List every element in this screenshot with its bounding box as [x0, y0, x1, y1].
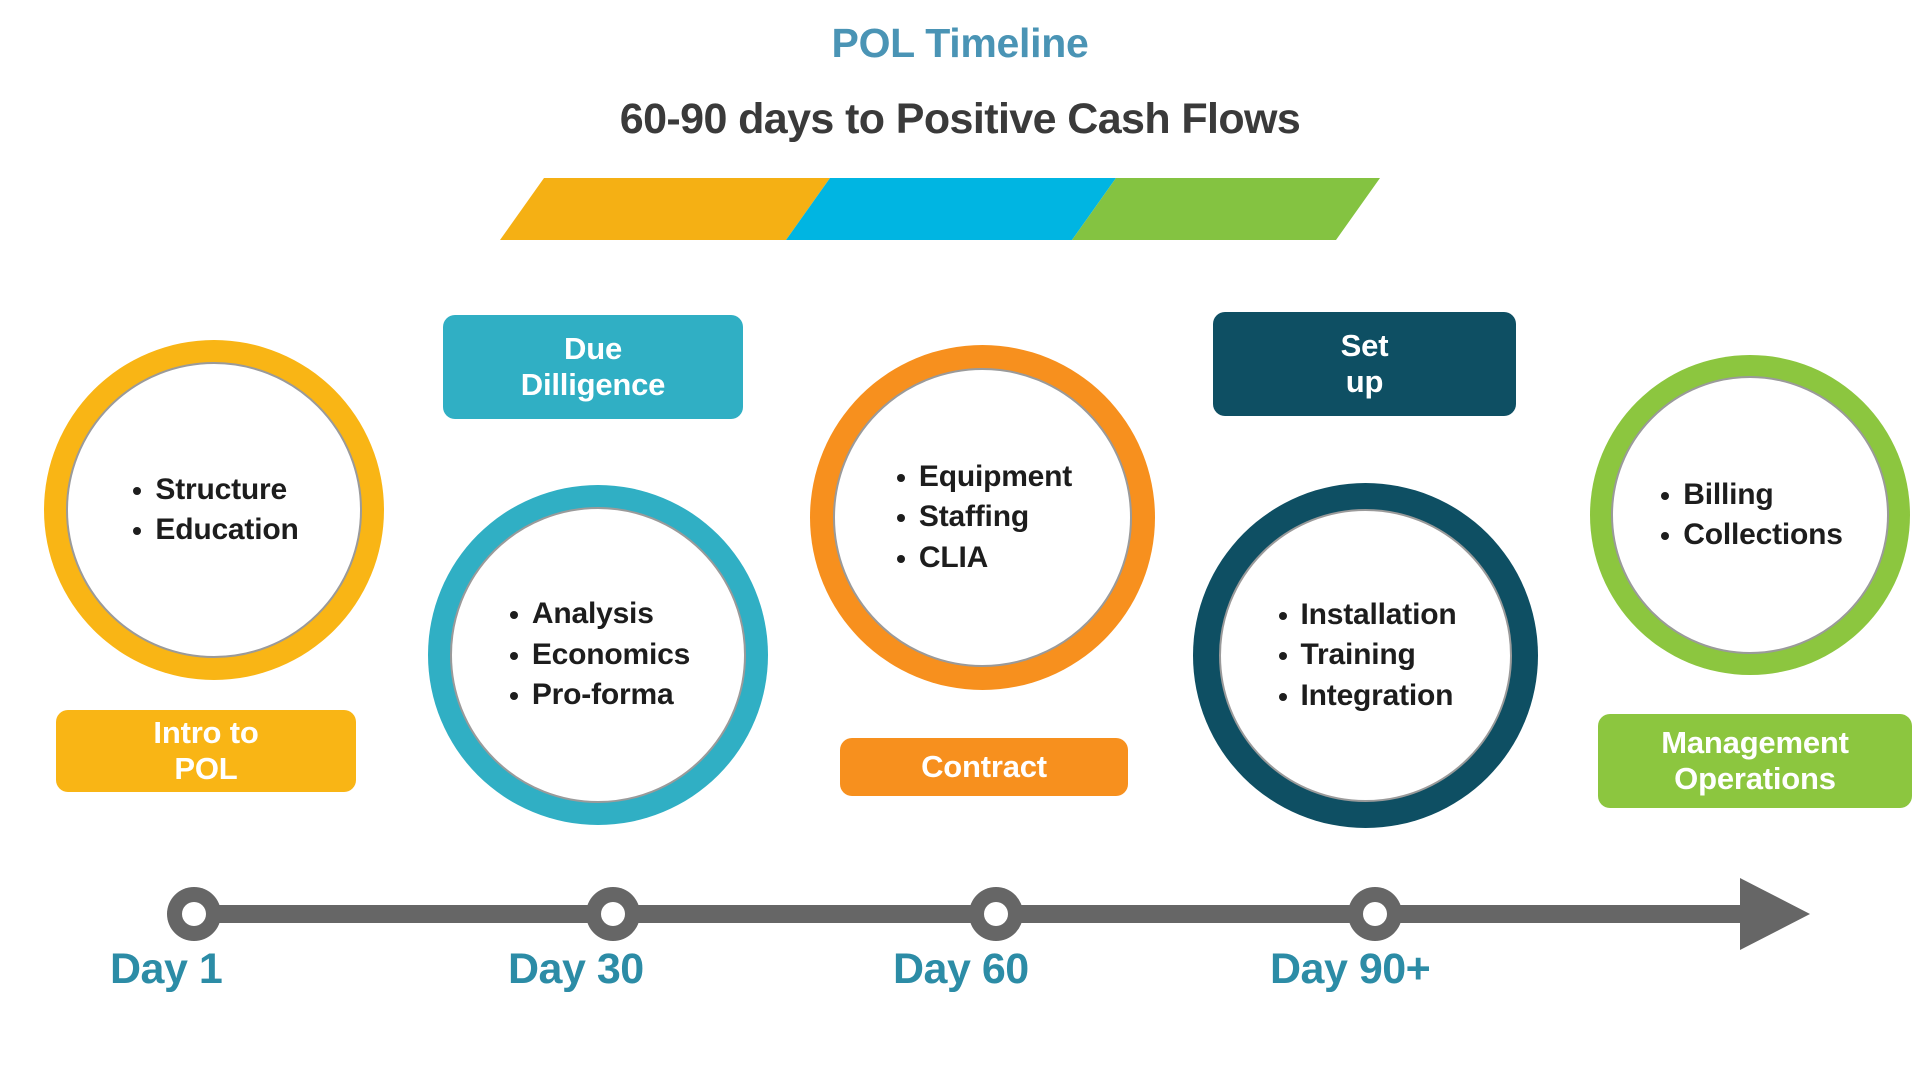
- bullet-item: Structure: [129, 470, 298, 511]
- bullet-item: Integration: [1275, 676, 1457, 717]
- chevron-segment-amber: [500, 178, 830, 240]
- bullet-item: Economics: [506, 635, 690, 676]
- stage-label-line1: Intro to: [153, 715, 259, 751]
- stage-circle-inner-set-up: Installation Training Integration: [1219, 509, 1512, 802]
- page-title: POL Timeline: [831, 20, 1089, 66]
- bullet-item: Installation: [1275, 595, 1457, 636]
- timeline-marker-day-90-plus[interactable]: [1348, 887, 1402, 941]
- stage-label-line1: Contract: [921, 749, 1047, 785]
- timeline-arrowhead: [1740, 878, 1810, 950]
- stage-label-set-up[interactable]: Set up: [1213, 312, 1516, 416]
- stage-label-line1: Due: [564, 331, 622, 367]
- stage-label-line2: Operations: [1674, 761, 1836, 796]
- stage-label-line2: Dilligence: [520, 367, 666, 402]
- bullet-item: Training: [1275, 635, 1457, 676]
- timeline-shaft: [170, 905, 1752, 923]
- bullet-item: CLIA: [893, 538, 1072, 579]
- bullet-item: Analysis: [506, 594, 690, 635]
- timeline-label-day-1: Day 1: [110, 945, 223, 993]
- stage-circle-due-dilligence[interactable]: Analysis Economics Pro-forma: [428, 485, 768, 825]
- stage-circle-management-operations[interactable]: Billing Collections: [1590, 355, 1910, 675]
- stage-label-contract[interactable]: Contract: [840, 738, 1128, 796]
- bullet-item: Staffing: [893, 497, 1072, 538]
- bullet-item: Education: [129, 510, 299, 551]
- stage-label-due-dilligence[interactable]: Due Dilligence: [443, 315, 743, 419]
- progress-chevron-bar: [500, 178, 1380, 240]
- timeline-marker-day-1[interactable]: [167, 887, 221, 941]
- chevron-segment-green: [1072, 178, 1380, 240]
- stage-circle-inner-due-dilligence: Analysis Economics Pro-forma: [450, 507, 746, 803]
- stage-label-line2: up: [1345, 364, 1384, 399]
- timeline-marker-day-60[interactable]: [969, 887, 1023, 941]
- stage-circle-inner-management-operations: Billing Collections: [1611, 376, 1889, 654]
- stage-bullets-contract: Equipment Staffing CLIA: [893, 457, 1072, 579]
- stage-bullets-intro-to-pol: Structure Education: [129, 470, 299, 551]
- stage-label-line1: Set: [1340, 328, 1389, 364]
- stage-bullets-set-up: Installation Training Integration: [1275, 595, 1457, 717]
- stage-circle-inner-intro-to-pol: Structure Education: [66, 362, 362, 658]
- stage-label-line1: Management: [1661, 725, 1849, 761]
- bullet-item: Pro-forma: [506, 675, 690, 716]
- stage-circle-inner-contract: Equipment Staffing CLIA: [833, 368, 1132, 667]
- stage-circle-intro-to-pol[interactable]: Structure Education: [44, 340, 384, 680]
- timeline-label-day-30: Day 30: [508, 945, 644, 993]
- stage-bullets-due-dilligence: Analysis Economics Pro-forma: [506, 594, 690, 716]
- chevron-segment-cyan: [786, 178, 1116, 240]
- stage-label-intro-to-pol[interactable]: Intro to POL: [56, 710, 356, 792]
- bullet-item: Collections: [1657, 515, 1843, 556]
- stage-bullets-management-operations: Billing Collections: [1657, 475, 1843, 556]
- timeline-marker-day-30[interactable]: [586, 887, 640, 941]
- timeline-label-day-60: Day 60: [893, 945, 1029, 993]
- stage-label-management-operations[interactable]: Management Operations: [1598, 714, 1912, 808]
- page-subtitle: 60-90 days to Positive Cash Flows: [619, 95, 1301, 143]
- stage-circle-contract[interactable]: Equipment Staffing CLIA: [810, 345, 1155, 690]
- bullet-item: Equipment: [893, 457, 1072, 498]
- stage-circle-set-up[interactable]: Installation Training Integration: [1193, 483, 1538, 828]
- timeline-axis: [167, 878, 1810, 950]
- stage-label-line2: POL: [174, 751, 238, 786]
- timeline-label-day-90-plus: Day 90+: [1270, 945, 1431, 993]
- bullet-item: Billing: [1657, 475, 1843, 516]
